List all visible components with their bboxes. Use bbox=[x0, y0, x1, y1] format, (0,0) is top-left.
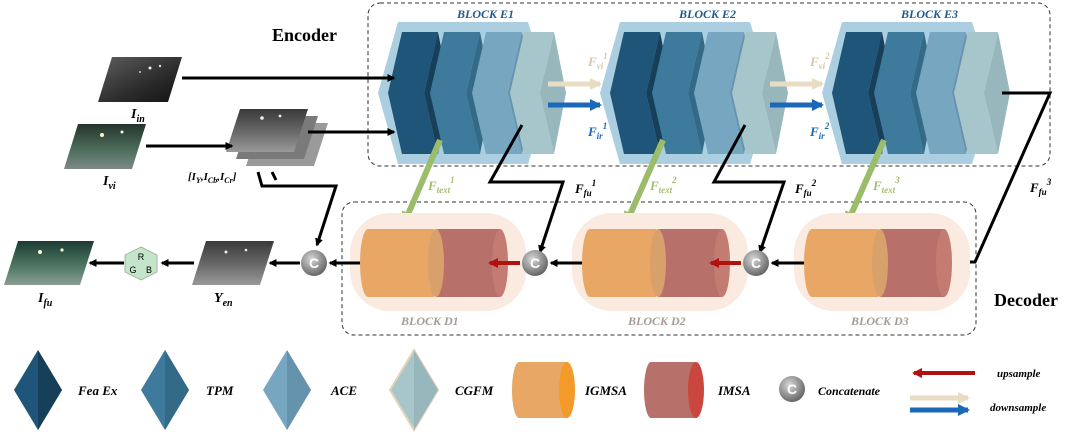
label-ivi: Ivi bbox=[102, 174, 116, 192]
label-yen: Yen bbox=[214, 291, 233, 309]
encoder-block-e2 bbox=[600, 22, 788, 164]
image-yen bbox=[192, 241, 274, 285]
decoder-title: Decoder bbox=[994, 290, 1058, 310]
legend-upsample-label: upsample bbox=[997, 368, 1041, 380]
image-ir-input bbox=[98, 57, 182, 102]
arrow-y-to-concat bbox=[256, 171, 339, 247]
svg-text:C: C bbox=[309, 255, 319, 271]
concat-node-1: C bbox=[301, 250, 327, 276]
svg-text:G: G bbox=[129, 265, 136, 275]
decoder-blocks bbox=[350, 213, 970, 311]
concat-node-2: C bbox=[522, 250, 548, 276]
block-d2-title: BLOCK D2 bbox=[627, 314, 686, 328]
concat-node-3: C bbox=[743, 250, 769, 276]
arrow-ffu1 bbox=[487, 124, 566, 254]
legend-ace-icon bbox=[263, 350, 311, 430]
svg-text:B: B bbox=[146, 265, 152, 275]
label-iin: Iin bbox=[130, 107, 145, 125]
block-e1-title: BLOCK E1 bbox=[456, 7, 514, 21]
encoder-frame bbox=[367, 2, 1051, 167]
label-fir1: Fir1 bbox=[587, 121, 607, 141]
label-ftext3: Ftext3 bbox=[872, 175, 900, 195]
legend-cgfm-icon bbox=[388, 348, 440, 432]
legend: Fea Ex TPM ACE CGFM IGMSA IMSA bbox=[14, 348, 1046, 432]
svg-text:R: R bbox=[138, 252, 145, 262]
label-ftext1: Ftext1 bbox=[427, 175, 455, 195]
svg-text:C: C bbox=[530, 255, 540, 271]
arrow-ffu2 bbox=[711, 124, 787, 254]
legend-fea-ex-icon bbox=[14, 350, 62, 430]
encoder-block-e3 bbox=[822, 22, 1010, 164]
image-vi-input bbox=[64, 124, 146, 169]
arrow-ftext3 bbox=[843, 138, 887, 230]
decoder-block-d3 bbox=[794, 213, 970, 311]
svg-text:C: C bbox=[751, 255, 761, 271]
label-fvi2: Fvi2 bbox=[809, 51, 830, 71]
arrow-y-extra bbox=[270, 171, 278, 181]
block-e3-title: BLOCK E3 bbox=[900, 7, 958, 21]
legend-fea-ex-label: Fea Ex bbox=[77, 383, 118, 398]
label-ffu1: Ffu1 bbox=[574, 178, 596, 198]
label-ftext2: Ftext2 bbox=[649, 175, 677, 195]
decoder-frame bbox=[341, 201, 977, 336]
block-d1-title: BLOCK D1 bbox=[400, 314, 459, 328]
image-ifu-output bbox=[4, 241, 94, 285]
label-fvi1: Fvi1 bbox=[587, 51, 608, 71]
arrow-ftext2 bbox=[622, 138, 666, 230]
label-ycbcr: [IY,ICb,ICr] bbox=[188, 171, 237, 185]
svg-text:C: C bbox=[787, 381, 797, 397]
legend-downsample-label: downsample bbox=[990, 402, 1046, 414]
legend-cgfm-label: CGFM bbox=[455, 383, 494, 398]
encoder-title: Encoder bbox=[272, 25, 337, 45]
label-fir2: Fir2 bbox=[809, 121, 830, 141]
legend-concat-icon: C bbox=[779, 376, 805, 402]
label-ffu2: Ffu2 bbox=[794, 178, 817, 198]
block-d3-title: BLOCK D3 bbox=[850, 314, 909, 328]
legend-igmsa-label: IGMSA bbox=[584, 383, 627, 398]
legend-tpm-icon bbox=[141, 350, 189, 430]
legend-concat-label: Concatenate bbox=[818, 384, 881, 398]
encoder-blocks bbox=[378, 22, 1010, 164]
legend-igmsa-icon bbox=[512, 362, 575, 418]
image-ycbcr-stack bbox=[226, 109, 328, 166]
legend-ace-label: ACE bbox=[330, 383, 357, 398]
arrow-ftext1 bbox=[400, 138, 443, 230]
legend-tpm-label: TPM bbox=[206, 383, 234, 398]
block-e2-title: BLOCK E2 bbox=[678, 7, 736, 21]
legend-imsa-icon bbox=[644, 362, 704, 418]
decoder-block-d2 bbox=[572, 213, 748, 311]
legend-imsa-label: IMSA bbox=[717, 383, 751, 398]
label-ifu: Ifu bbox=[37, 291, 53, 309]
rgb-converter: R G B bbox=[124, 246, 158, 281]
label-ffu3: Ffu3 bbox=[1029, 177, 1052, 197]
encoder-block-e1 bbox=[378, 22, 566, 164]
